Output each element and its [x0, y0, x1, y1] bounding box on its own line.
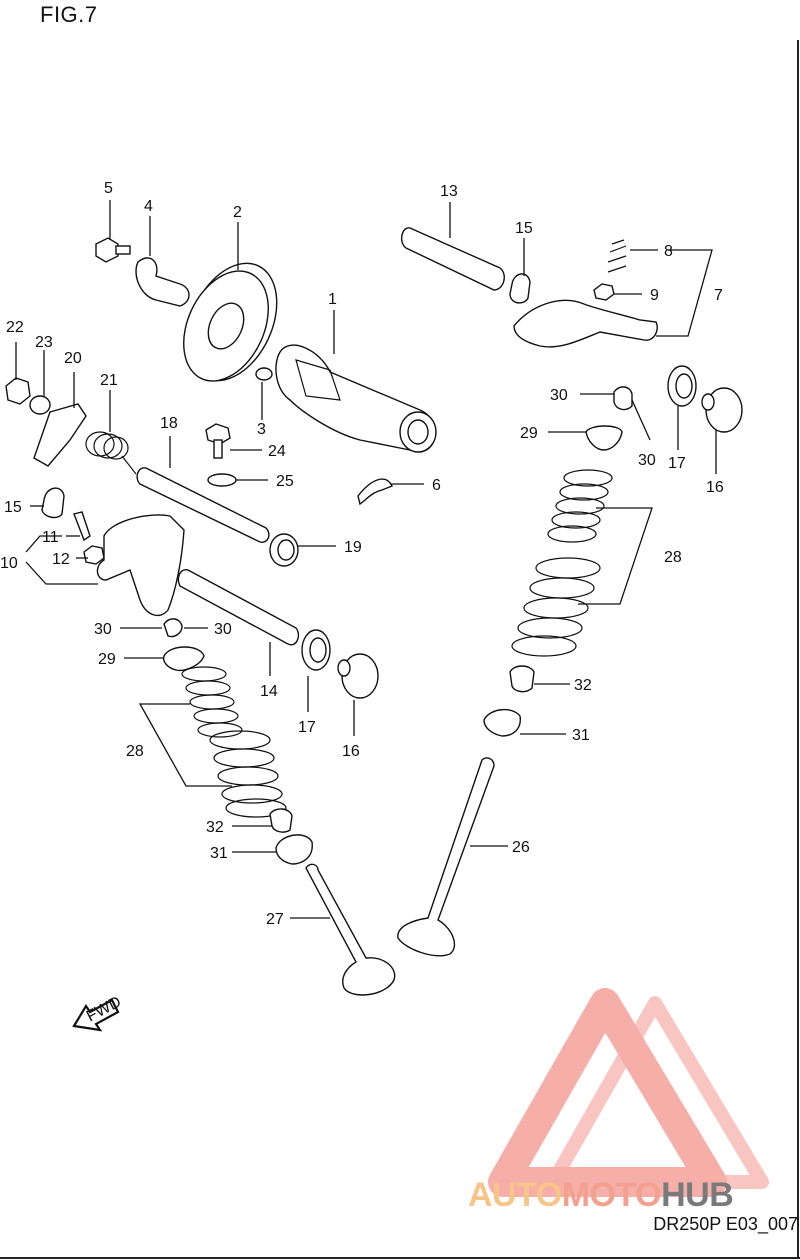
callout-4: 4: [144, 198, 153, 215]
watermark-logo: [488, 988, 769, 1197]
callout-30-upper-b: 30: [638, 452, 656, 469]
callout-6: 6: [432, 477, 441, 494]
frame-bottom-border: [0, 1257, 800, 1259]
callout-2: 2: [233, 204, 242, 221]
callout-29-lower: 29: [98, 651, 116, 668]
callout-11: 11: [42, 529, 59, 546]
callout-26: 26: [512, 839, 530, 856]
part-27-valve: [305, 863, 396, 996]
part-11-screw: [73, 511, 91, 542]
part-6-clip: [357, 478, 393, 506]
callout-20: 20: [64, 350, 82, 367]
callout-14: 14: [260, 683, 278, 700]
part-32-spring-seat-right: [509, 665, 535, 693]
part-15-gasket-lower: [41, 487, 65, 519]
watermark-brand-text: AUTOMOTOHUB: [468, 1176, 734, 1215]
callout-31-right: 31: [572, 727, 590, 744]
part-5-bolt: [95, 237, 131, 263]
callout-23: 23: [35, 334, 53, 351]
part-7-rocker-arm: [513, 299, 658, 348]
part-29-retainer-lower: [162, 646, 205, 672]
part-8-spring: [607, 239, 627, 273]
callout-16-upper: 16: [706, 479, 724, 496]
callout-32-left: 32: [206, 819, 224, 836]
part-9-nut: [593, 283, 615, 301]
part-32-spring-seat-left: [269, 808, 293, 833]
callout-31-left: 31: [210, 845, 228, 862]
callout-8: 8: [664, 243, 673, 260]
part-25-washer: [207, 473, 237, 487]
part-24-bolt: [205, 423, 231, 459]
callout-13: 13: [440, 183, 458, 200]
callout-28-upper: 28: [664, 549, 682, 566]
part-13-rocker-shaft: [400, 227, 505, 291]
part-31-seat-right: [483, 709, 521, 737]
brand-part-moto: MOTO: [561, 1176, 662, 1214]
part-29-retainer-upper: [585, 425, 623, 451]
callout-19: 19: [344, 539, 362, 556]
callout-5: 5: [104, 180, 113, 197]
part-26-valve: [397, 757, 495, 957]
callout-17-upper: 17: [668, 455, 686, 472]
part-1-camshaft: [275, 344, 437, 453]
part-15-gasket-upper: [509, 273, 531, 304]
part-21-torsion-spring: [85, 431, 137, 475]
callout-labels: 5 4 2 1 3 13 15 8 9 7 22 23 20 21 18 24 …: [0, 180, 724, 928]
part-31-seat-left: [275, 834, 313, 865]
part-2-cam-sprocket: [183, 262, 278, 382]
callout-22: 22: [6, 319, 24, 336]
part-10-rocker-arm: [96, 514, 185, 617]
callout-21: 21: [100, 372, 118, 389]
callout-15-upper: 15: [515, 220, 533, 237]
callout-7: 7: [714, 287, 723, 304]
part-30-cotter-upper: [613, 386, 633, 411]
part-28-spring-upper: [511, 469, 613, 657]
frame-right-border: [797, 40, 799, 1258]
part-17-seal-upper: [667, 365, 697, 407]
callout-10: 10: [0, 555, 18, 572]
figure-title: FIG.7: [40, 2, 98, 27]
brand-part-auto: AUTO: [468, 1176, 562, 1214]
part-16-cap-upper: [701, 387, 743, 433]
callout-16-lower: 16: [342, 743, 360, 760]
callout-30-lower-a: 30: [94, 621, 112, 638]
callout-18: 18: [160, 415, 178, 432]
part-18-shaft: [136, 467, 270, 543]
part-4-plate: [135, 257, 190, 307]
fwd-arrow-icon: FWD: [72, 993, 124, 1032]
part-19-seal: [269, 533, 299, 567]
part-17-seal-lower: [301, 629, 331, 671]
part-30-cotter-lower: [163, 618, 183, 638]
callout-9: 9: [650, 287, 659, 304]
part-20-bracket: [33, 403, 87, 467]
callout-1: 1: [328, 291, 337, 308]
callout-32-right: 32: [574, 677, 592, 694]
part-16-cap-lower: [337, 653, 379, 699]
figure-code: DR250P E03_007: [653, 1214, 798, 1234]
callout-15-lower: 15: [4, 499, 22, 516]
callout-30-lower-b: 30: [214, 621, 232, 638]
callout-12: 12: [52, 551, 70, 568]
callout-28-lower: 28: [126, 743, 144, 760]
callout-30-upper: 30: [550, 387, 568, 404]
callout-25: 25: [276, 473, 294, 490]
part-28-spring-lower: [181, 666, 287, 818]
part-3-pin: [255, 367, 273, 381]
callout-29-upper: 29: [520, 425, 538, 442]
callout-27: 27: [266, 911, 284, 928]
part-22-nut: [5, 377, 31, 405]
brand-part-hub: HUB: [661, 1176, 734, 1214]
leader-lines: [15, 200, 717, 919]
part-14-shaft: [177, 569, 300, 646]
callout-3: 3: [257, 421, 266, 438]
part-23-washer: [29, 395, 51, 415]
callout-24: 24: [268, 443, 286, 460]
callout-17-lower: 17: [298, 719, 316, 736]
